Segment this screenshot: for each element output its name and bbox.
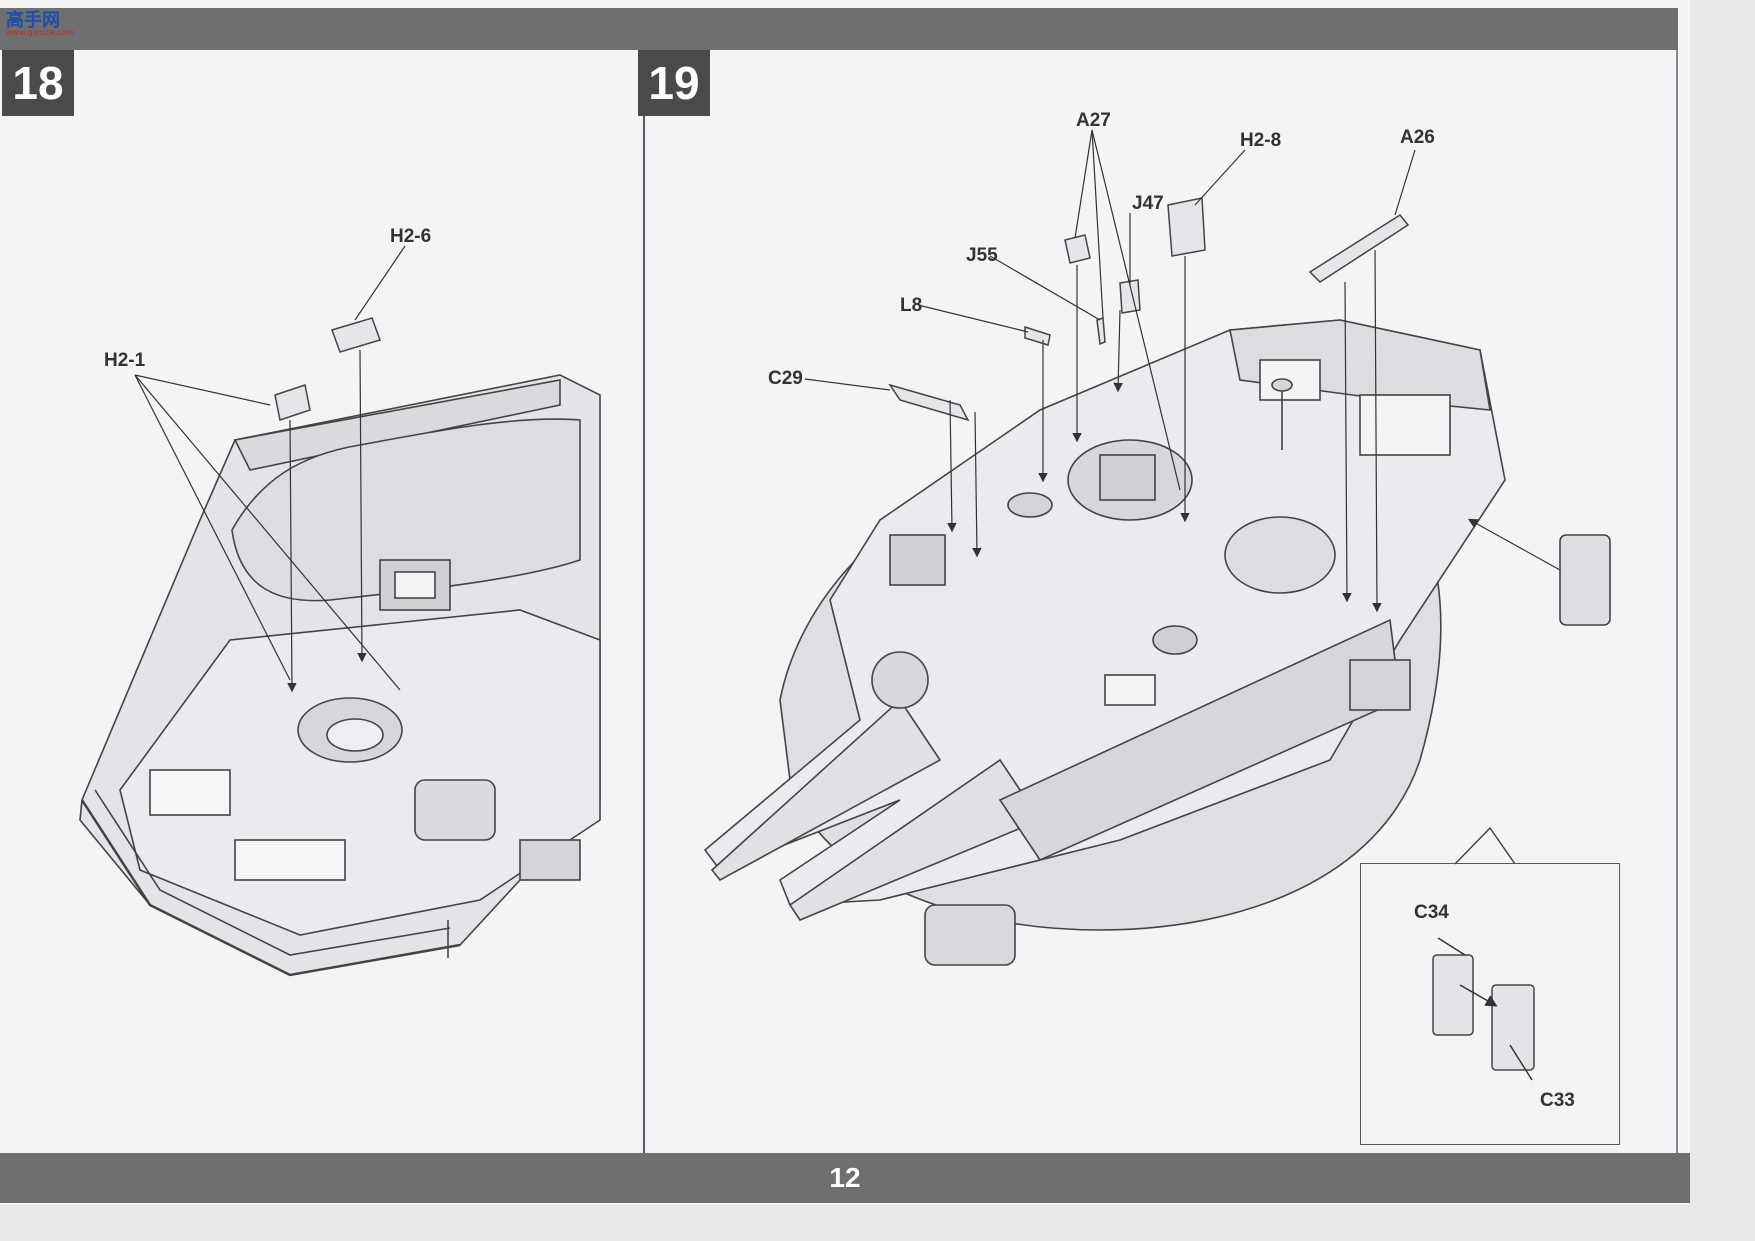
callout-h2-6: H2-6 xyxy=(390,226,432,247)
step19-leaders xyxy=(804,129,1561,613)
callout-h2-1: H2-1 xyxy=(104,350,146,371)
step19-hull xyxy=(703,319,1611,966)
step18-hull xyxy=(79,374,601,977)
bottom-band xyxy=(0,1153,1690,1203)
panel-divider xyxy=(643,50,645,1153)
step18-parts xyxy=(274,317,381,421)
logo-url: www.gsmzw.com xyxy=(6,28,75,37)
step19-parts xyxy=(888,197,1410,422)
right-edge xyxy=(1676,50,1678,1153)
top-band xyxy=(0,8,1678,50)
site-logo: 高手网 www.gsmzw.com xyxy=(6,6,74,44)
callout-j55: J55 xyxy=(966,245,998,266)
callout-a27: A27 xyxy=(1076,110,1111,131)
logo-text: 高手网 xyxy=(6,10,60,31)
inset-pointer xyxy=(1454,826,1516,865)
callout-c33: C33 xyxy=(1540,1090,1575,1111)
page-number: 12 xyxy=(829,1162,861,1193)
callout-a26: A26 xyxy=(1400,127,1435,148)
step-number-19: 19 xyxy=(638,50,710,116)
step18-leaders xyxy=(134,245,406,693)
callout-h2-8: H2-8 xyxy=(1240,130,1282,151)
callout-c34: C34 xyxy=(1414,902,1449,923)
callout-l8: L8 xyxy=(900,295,923,316)
step-number-18: 18 xyxy=(2,50,74,116)
callout-c29: C29 xyxy=(768,368,803,389)
inset-parts xyxy=(1432,937,1535,1081)
callout-j47: J47 xyxy=(1132,193,1164,214)
inset-detail-box xyxy=(1360,863,1620,1145)
